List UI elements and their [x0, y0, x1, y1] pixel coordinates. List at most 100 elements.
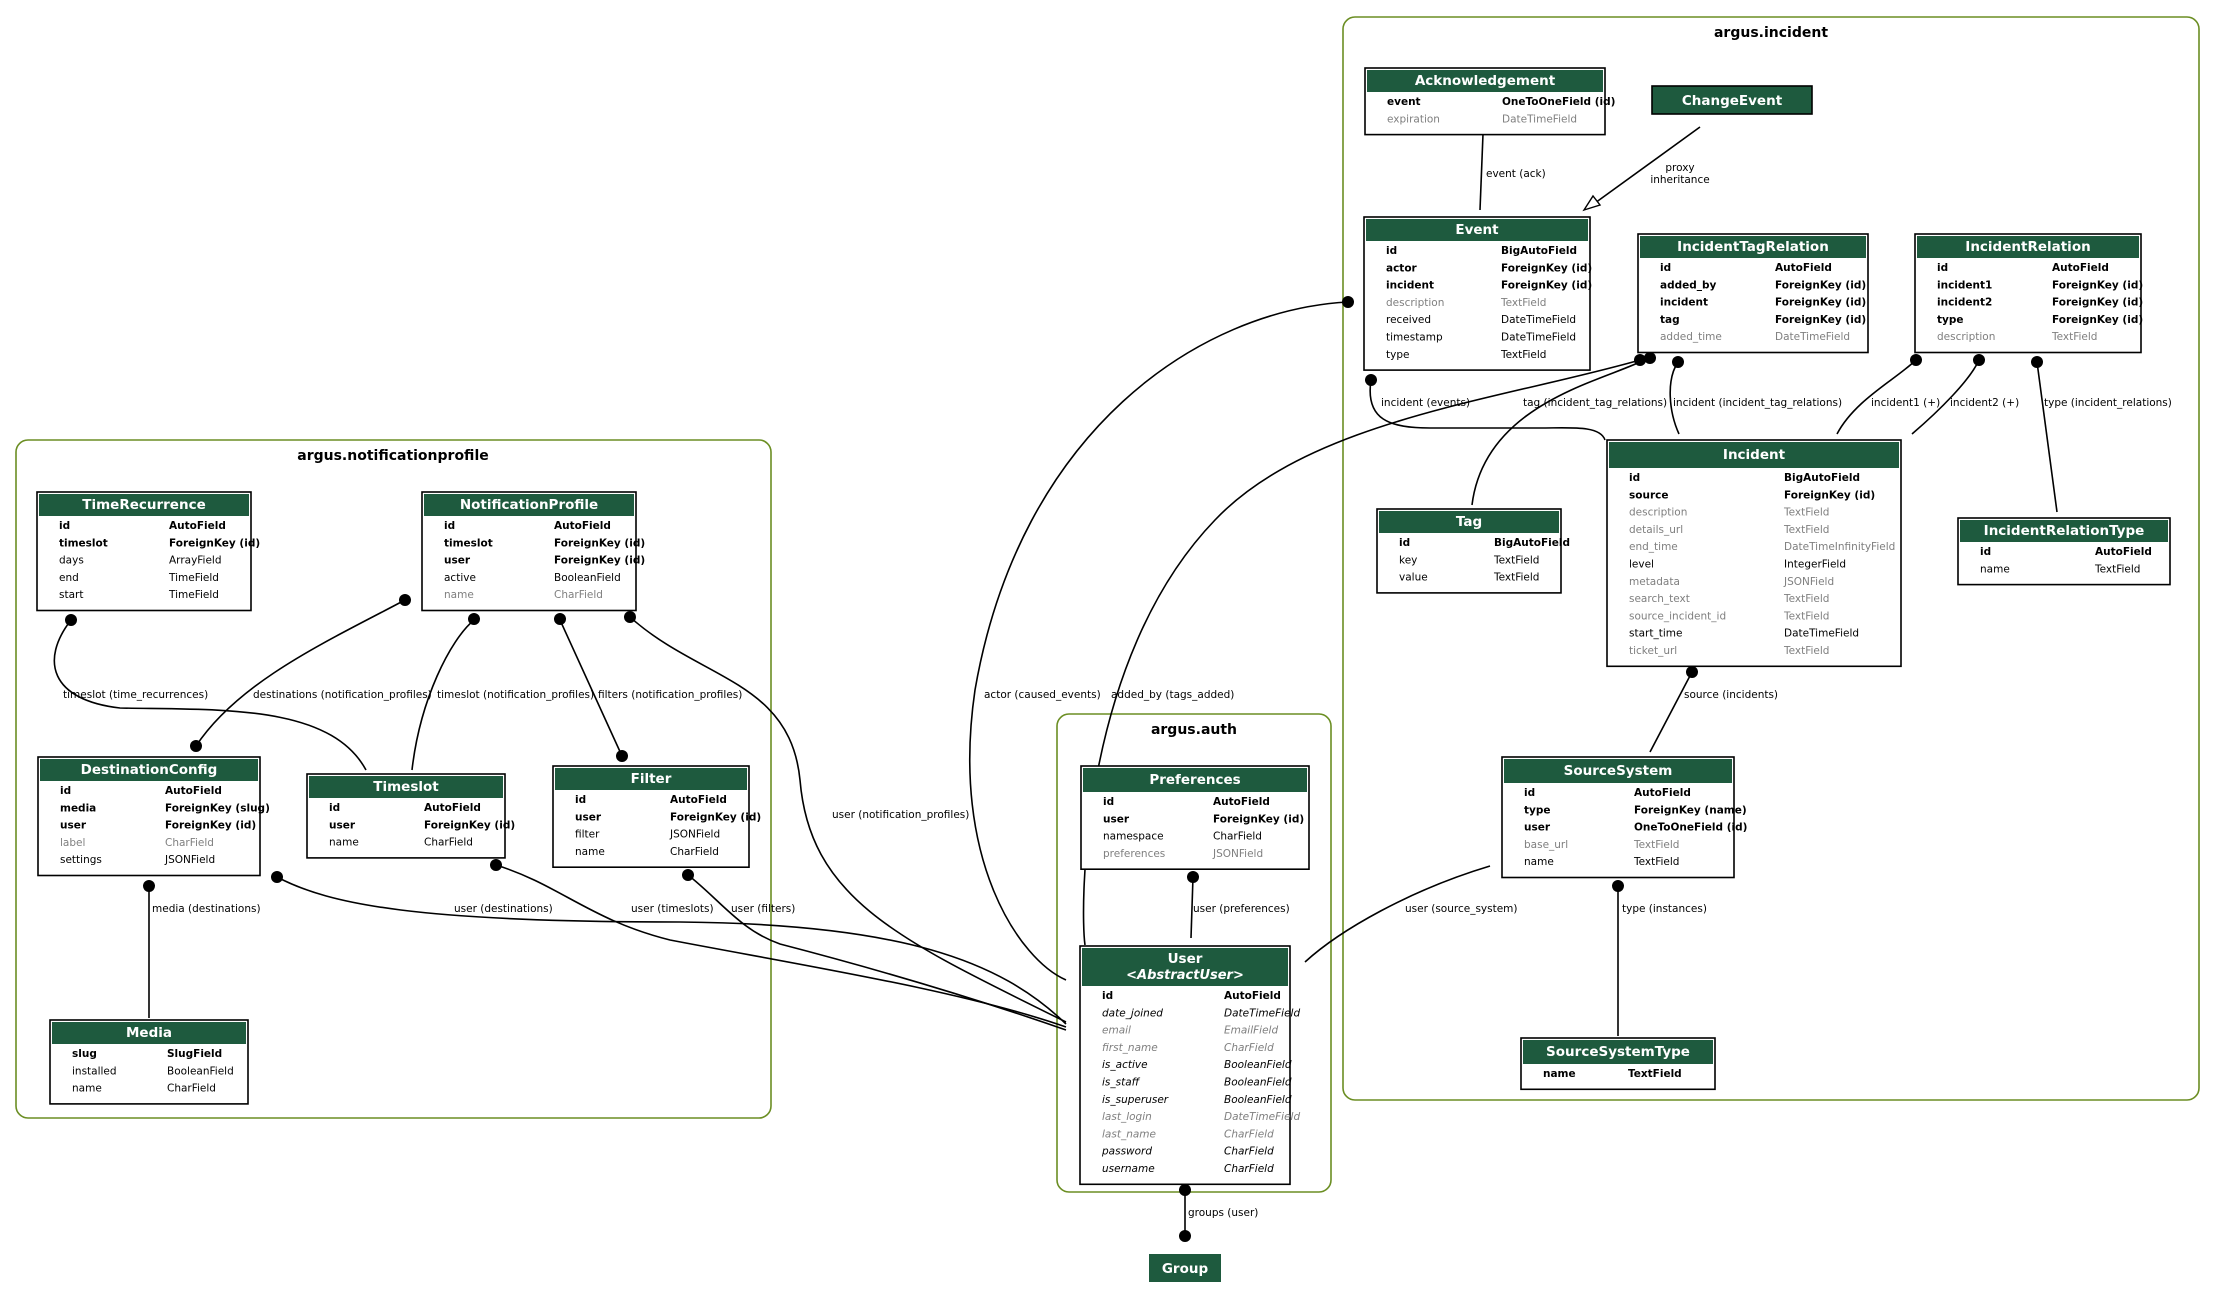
edge-endpoint [1612, 880, 1624, 892]
field-type: TextField [1783, 593, 1829, 605]
edge-notificationprofile-destinationconfig [195, 599, 406, 747]
field-type: ForeignKey (id) [1501, 262, 1592, 274]
field-type: TextField [1783, 610, 1829, 622]
edge-label: user (preferences) [1193, 903, 1290, 915]
edge-timeslot-timerecurrence [53, 619, 367, 771]
field-type: CharField [554, 589, 603, 601]
field-type: DateTimeField [1224, 1007, 1300, 1019]
field-name: timestamp [1386, 332, 1443, 344]
field-name: filter [575, 829, 600, 841]
table-header [40, 759, 258, 781]
table-header [1652, 86, 1812, 114]
field-type: CharField [670, 846, 719, 858]
model-title: SourceSystemType [1546, 1044, 1690, 1060]
cluster-title: argus.incident [1714, 25, 1828, 41]
edge-label: actor (caused_events) [984, 689, 1101, 701]
table-header [1367, 70, 1603, 92]
field-name: label [60, 837, 85, 849]
field-type: AutoField [1213, 796, 1270, 808]
field-name: last_name [1102, 1128, 1156, 1140]
table-header [1366, 219, 1588, 241]
edge-label: groups (user) [1188, 1207, 1258, 1219]
field-type: ForeignKey (id) [554, 555, 645, 567]
field-name: received [1386, 314, 1431, 326]
field-name: type [1386, 349, 1409, 361]
edge-endpoint [1973, 354, 1985, 366]
field-name: preferences [1103, 848, 1165, 860]
model-group: Group [1149, 1254, 1221, 1282]
field-name: start [59, 589, 83, 601]
field-name: end [59, 572, 79, 584]
edge-user-notificationprofile [629, 616, 1067, 1023]
model-title: NotificationProfile [460, 497, 598, 513]
field-type: ForeignKey (id) [2052, 297, 2143, 309]
edge-endpoint [1187, 871, 1199, 883]
edge-incident-relation2 [1911, 359, 1980, 435]
field-name: id [1937, 262, 1948, 274]
table-header [1379, 511, 1559, 533]
inheritance-arrowhead [1582, 194, 1602, 212]
field-name: media [60, 802, 96, 814]
field-name: id [444, 520, 455, 532]
field-name: actor [1386, 262, 1418, 274]
field-type: BooleanField [554, 572, 621, 584]
table-header [52, 1022, 246, 1044]
field-type: ForeignKey (id) [424, 819, 515, 831]
edge-endpoint [1686, 666, 1698, 678]
edge-tag-incidenttagrelation [1471, 357, 1649, 506]
field-type: DateTimeField [1775, 331, 1850, 343]
field-type: AutoField [1775, 262, 1832, 274]
edge-label: source (incidents) [1684, 689, 1778, 701]
edge-endpoint [2031, 356, 2043, 368]
model-title: Preferences [1149, 772, 1240, 788]
model-subtitle: <AbstractUser> [1126, 968, 1244, 983]
field-type: TextField [1500, 349, 1546, 361]
field-name: added_time [1660, 331, 1722, 343]
edge-endpoint [682, 869, 694, 881]
edge-label: incident2 (+) [1950, 397, 2019, 409]
field-type: SlugField [167, 1048, 222, 1060]
edges: event (ack) proxy inheritance incident (… [53, 126, 2172, 1242]
edge-label: filters (notification_profiles) [598, 689, 742, 701]
field-name: start_time [1629, 628, 1682, 640]
edge-label: incident (events) [1381, 397, 1470, 409]
edge-label: destinations (notification_profiles) [253, 689, 432, 701]
edge-label: timeslot (time_recurrences) [63, 689, 208, 701]
model-changeevent: ChangeEvent [1651, 85, 1813, 115]
field-type: TextField [1500, 297, 1546, 309]
field-type: JSONField [1783, 576, 1834, 588]
field-type: AutoField [1634, 787, 1691, 799]
field-type: DateTimeInfinityField [1784, 541, 1895, 553]
edge-incident-event [1369, 379, 1606, 441]
edge-label: timeslot (notification_profiles) [437, 689, 594, 701]
field-name: date_joined [1102, 1007, 1163, 1019]
field-name: tag [1660, 314, 1680, 326]
model-title: SourceSystem [1564, 763, 1673, 779]
edge-endpoint [468, 613, 480, 625]
field-name: id [1386, 245, 1397, 257]
edge-endpoint [1672, 356, 1684, 368]
field-type: DateTimeField [1224, 1111, 1300, 1123]
table-frame [1363, 216, 1591, 371]
field-name: namespace [1103, 831, 1164, 843]
field-type: ForeignKey (id) [2052, 279, 2143, 291]
table-header [1149, 1254, 1221, 1282]
field-name: added_by [1660, 279, 1717, 291]
edge-sourcesystem-incident [1649, 671, 1693, 753]
table-header [1523, 1040, 1713, 1064]
field-type: TextField [2094, 563, 2140, 575]
edge-endpoint [616, 750, 628, 762]
edge-endpoint [143, 880, 155, 892]
table-header [309, 776, 503, 798]
field-name: event [1387, 96, 1421, 108]
edge-endpoint [399, 594, 411, 606]
field-type: ForeignKey (id) [2052, 314, 2143, 326]
field-name: id [329, 802, 340, 814]
